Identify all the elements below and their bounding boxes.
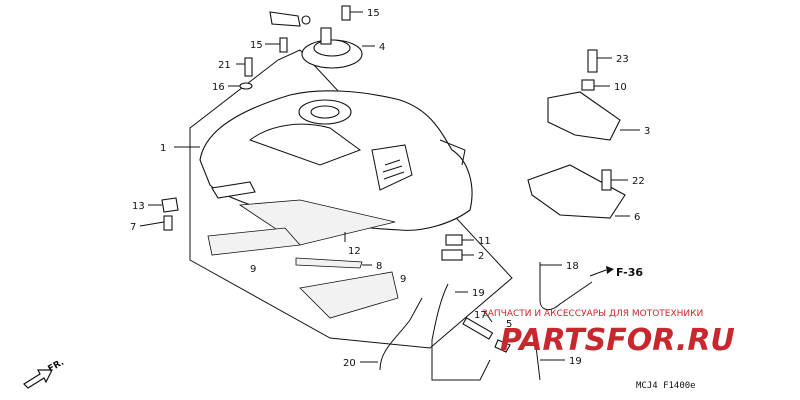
leader-lines [139, 11, 640, 363]
rubber-pad-9 [207, 227, 301, 256]
reference-label: F-36 [616, 266, 643, 279]
bolt-15 [279, 37, 288, 53]
cushion-11 [445, 234, 463, 246]
fuel-tank [199, 90, 473, 231]
clip-5 [494, 339, 511, 353]
callout-3: 3 [644, 126, 650, 137]
bolt-22 [601, 169, 612, 191]
callout-7: 7 [130, 222, 136, 233]
callout-21: 21 [218, 60, 231, 71]
cushion-2 [441, 249, 463, 261]
bolt-15-top [341, 5, 351, 21]
callout-20: 20 [343, 358, 356, 369]
rubber-strip-8 [295, 257, 363, 269]
callout-19-top: 19 [472, 288, 485, 299]
callout-11: 11 [478, 236, 491, 247]
drain-hose-19 [431, 283, 491, 381]
callout-17: 17 [474, 310, 487, 321]
breather-hose-18 [539, 262, 593, 310]
callout-19-bottom: 19 [569, 356, 582, 367]
tube-17 [462, 317, 494, 340]
callout-9-left: 9 [250, 264, 256, 275]
callout-5: 5 [506, 319, 512, 330]
callout-9-right: 9 [400, 274, 406, 285]
callout-18: 18 [566, 261, 579, 272]
direction-label: FR. [47, 358, 66, 375]
diagram-code: MCJ4 F1400e [636, 381, 696, 391]
assembly-frame [189, 49, 513, 349]
hose-19b [534, 337, 541, 381]
collar-10 [581, 79, 595, 91]
collar-7 [163, 215, 173, 231]
callout-8: 8 [376, 261, 382, 272]
rubber-pad-9b [299, 271, 399, 319]
grommet-13 [161, 197, 179, 213]
washer-16 [239, 82, 253, 90]
callout-22: 22 [632, 176, 645, 187]
tank-bracket-plate [211, 181, 256, 199]
callout-16: 16 [212, 82, 225, 93]
callout-23: 23 [616, 54, 629, 65]
fuel-cap-assembly [269, 11, 363, 69]
mount-bracket-6 [527, 164, 626, 219]
watermark-logo: PARTSFOR.RU [500, 323, 735, 358]
callout-4: 4 [379, 42, 385, 53]
reference-arrow [589, 266, 614, 277]
callout-6: 6 [634, 212, 640, 223]
front-direction-arrow-icon [23, 369, 53, 389]
bolt-23 [587, 49, 598, 73]
hose-20 [379, 297, 423, 371]
callout-13: 13 [132, 201, 145, 212]
bolt-21 [244, 57, 253, 77]
mount-bracket-3 [547, 91, 621, 141]
callout-2: 2 [478, 251, 484, 262]
callout-12: 12 [348, 246, 361, 257]
callout-10: 10 [614, 82, 627, 93]
callout-1: 1 [160, 143, 166, 154]
callout-15-top: 15 [367, 8, 380, 19]
watermark-caption: ЗАПЧАСТИ И АКСЕССУАРЫ ДЛЯ МОТОТЕХНИКИ [482, 309, 703, 319]
callout-15: 15 [250, 40, 263, 51]
